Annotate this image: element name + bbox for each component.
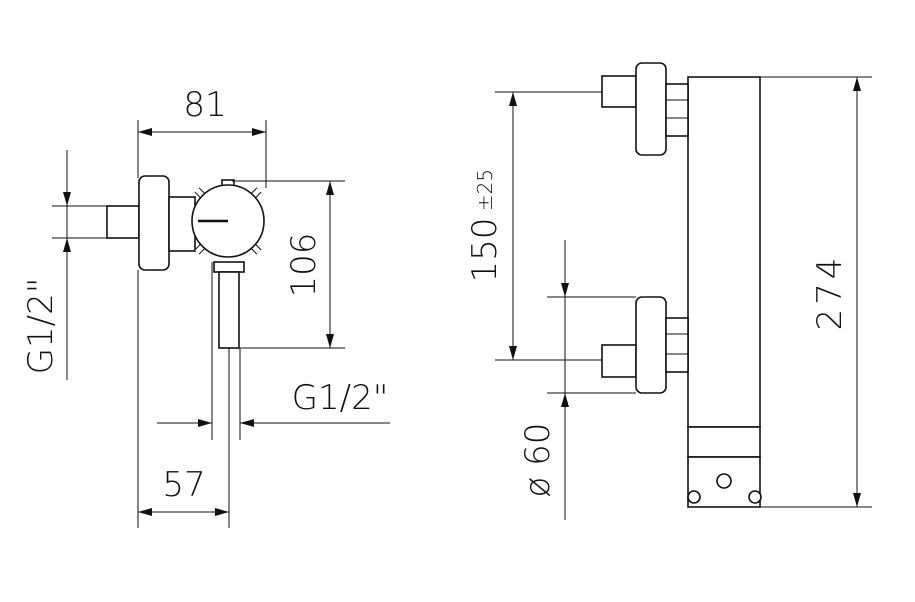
dimension-274: 274 — [810, 254, 850, 331]
mixer-bar-body — [687, 76, 761, 428]
mixer-bar-cap — [687, 426, 761, 458]
lower-inlet — [601, 296, 689, 394]
body-connector — [168, 196, 196, 252]
dimension-106: 106 — [284, 233, 324, 298]
outlet-thread-label: G1/2" — [292, 378, 389, 418]
dimension-150: 150 — [465, 218, 505, 283]
upper-inlet — [601, 62, 689, 156]
dimension-57: 57 — [162, 465, 205, 505]
outlet-nut — [213, 261, 245, 273]
wall-flange — [138, 175, 170, 271]
dimension-150-tolerance: ±25 — [473, 169, 497, 211]
control-knob — [191, 179, 265, 258]
side-view: 150 ±25 ø 60 274 — [465, 62, 872, 520]
dimension-diameter-60: ø 60 — [518, 423, 558, 498]
outlet-pipe — [218, 271, 240, 349]
inlet-nipple — [106, 205, 140, 239]
front-view: 81 106 G1/2" G1/2" 57 — [21, 85, 390, 528]
inlet-thread-label: G1/2" — [21, 278, 61, 375]
dimension-81: 81 — [183, 85, 226, 125]
